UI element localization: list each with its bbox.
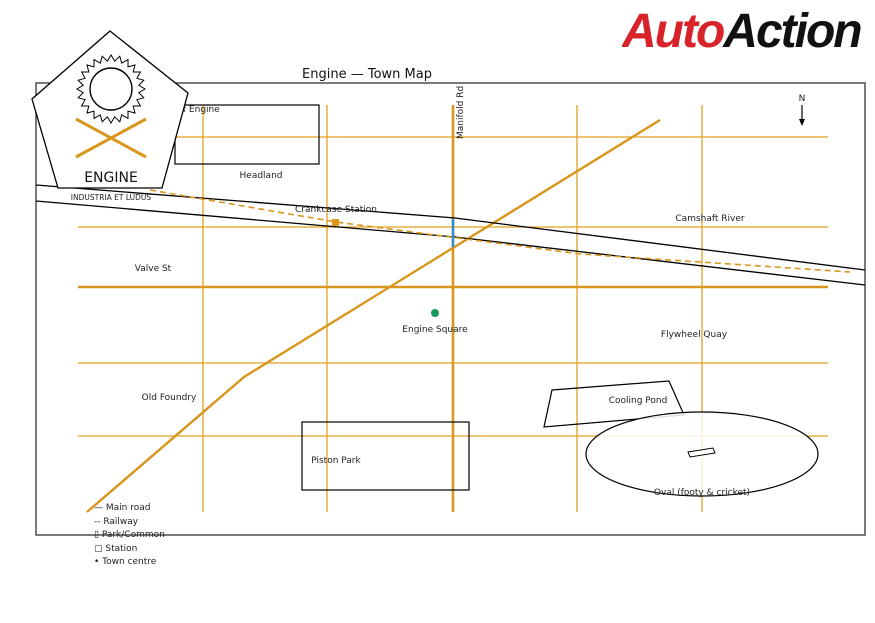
river-bank-south [35,200,866,286]
label-piston-park: Piston Park [311,456,361,466]
engine-crest: ENGINE INDUSTRIA ET LUDUS [31,30,189,202]
label-engine-square: Engine Square [402,325,468,335]
label-crankcase-station: Crankcase Station [295,205,377,215]
label-camshaft-river: Camshaft River [675,214,744,224]
piston-park-outline [301,421,470,491]
label-cooling-pond: Cooling Pond [609,396,668,406]
north-arrowhead-icon [799,119,805,126]
label-town-of-engine: Town of Engine [151,105,220,115]
svg-text:AutoAction: AutoAction [622,5,861,56]
label-manifold-rd: Manifold Rd [456,86,466,139]
crest-name: ENGINE [84,170,138,186]
engine-square-marker [431,309,439,317]
legend-railway: -- Railway [94,516,139,527]
map-title: Engine — Town Map [302,67,432,82]
crest-motto: INDUSTRIA ET LUDUS [71,193,152,202]
label-old-foundry: Old Foundry [142,393,197,403]
brand-action: Action [722,5,861,56]
brand-auto: Auto [622,5,724,56]
map-legend: — Main road -- Railway ▯ Park/Common ▢ S… [94,502,165,570]
crossed-tools-icon [75,117,147,159]
autoaction-logo: AutoAction [622,5,863,56]
sun-gear-icon [76,54,146,124]
legend-main-road: — Main road [94,503,151,513]
railway-line [149,189,851,273]
map-frame [35,82,866,536]
label-headland: Headland [240,171,283,181]
diagonal-main-road [86,118,661,513]
label-oval: Oval (footy & cricket) [654,488,750,498]
sun-inner-circle [89,67,133,111]
label-flywheel-quay: Flywheel Quay [661,330,728,340]
north-label: N [799,94,806,104]
river-bank-north [35,184,866,271]
oval-outline [585,411,819,497]
legend-park: ▯ Park/Common [94,530,165,541]
legend-centre: • Town centre [94,557,157,568]
oval-pitch [687,447,716,458]
crankcase-station-marker [332,219,339,226]
label-valve-st: Valve St [135,264,172,274]
legend-station: ▢ Station [94,543,138,554]
